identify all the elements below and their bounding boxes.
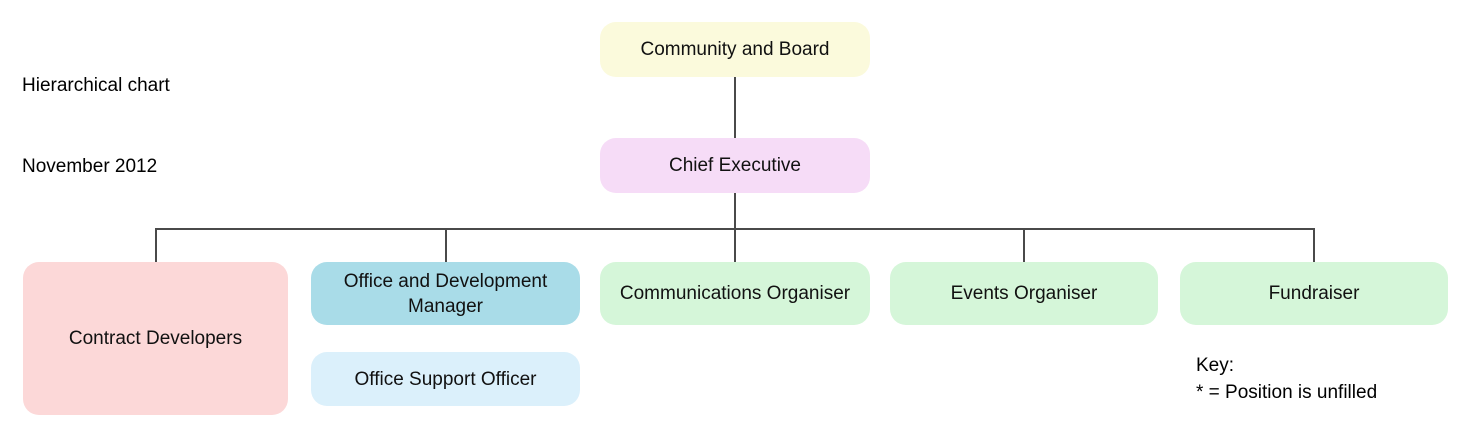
connector-drop-fundraiser: [1313, 228, 1315, 262]
node-label-office-support-officer: Office Support Officer: [354, 368, 537, 390]
node-office-support-officer[interactable]: Office Support Officer: [311, 352, 580, 406]
node-events-organiser[interactable]: Events Organiser: [890, 262, 1158, 325]
connector-drop-office-dev-manager: [445, 228, 447, 262]
node-label-community-and-board: Community and Board: [640, 39, 830, 60]
chart-caption: Hierarchical chart November 2012: [22, 18, 170, 234]
key-legend: Key: * = Position is unfilled: [1196, 352, 1377, 406]
node-label-contract-developers: Contract Developers: [68, 328, 243, 349]
connector-board-to-ceo: [734, 76, 736, 138]
key-note: * = Position is unfilled: [1196, 382, 1378, 403]
node-community-and-board[interactable]: Community and Board: [600, 22, 870, 77]
node-communications-organiser[interactable]: Communications Organiser: [600, 262, 870, 325]
key-title: Key:: [1196, 355, 1235, 376]
node-contract-developers[interactable]: Contract Developers: [23, 262, 288, 415]
connector-drop-contract-developers: [155, 228, 157, 262]
node-label-communications-organiser: Communications Organiser: [619, 283, 851, 304]
chart-title: Hierarchical chart: [22, 75, 170, 96]
chart-date: November 2012: [22, 156, 158, 177]
node-fundraiser[interactable]: Fundraiser: [1180, 262, 1448, 325]
connector-ceo-stem: [734, 193, 736, 229]
node-chief-executive[interactable]: Chief Executive: [600, 138, 870, 193]
node-label-fundraiser: Fundraiser: [1268, 283, 1360, 304]
node-label-chief-executive: Chief Executive: [668, 155, 801, 176]
connector-drop-events-organiser: [1023, 228, 1025, 262]
node-label-office-and-development-manager: Office and Development Manager: [343, 270, 548, 317]
node-office-and-development-manager[interactable]: Office and Development Manager: [311, 262, 580, 325]
connector-drop-communications-organiser: [734, 228, 736, 262]
node-label-events-organiser: Events Organiser: [950, 283, 1098, 304]
